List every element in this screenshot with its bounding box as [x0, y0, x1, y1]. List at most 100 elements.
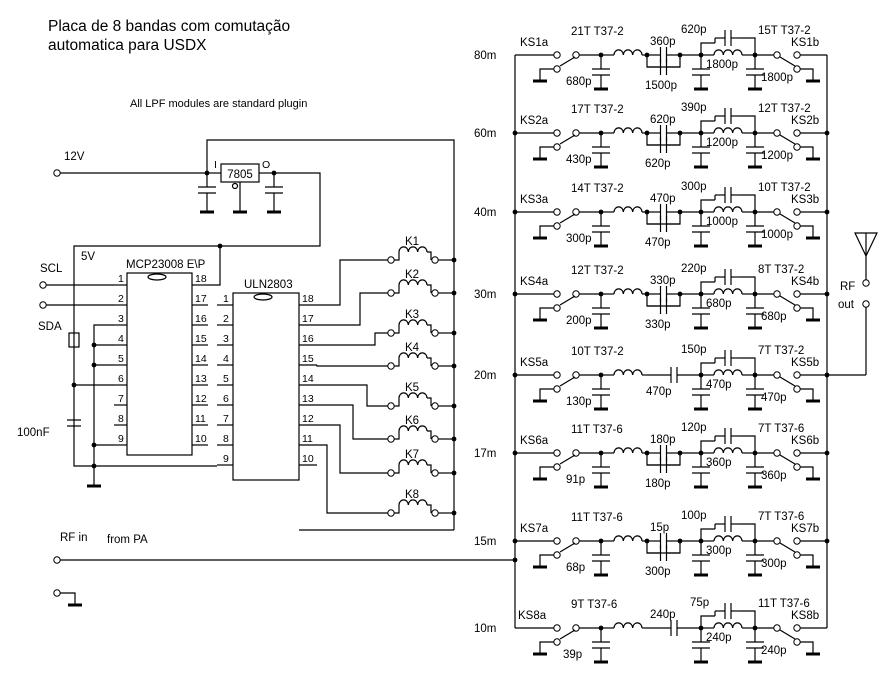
relay-label: K8: [405, 489, 419, 501]
terminal: [553, 537, 561, 545]
cap-parallel-label: 390p: [681, 102, 707, 114]
cap-mid-label: 1000p: [706, 216, 738, 228]
inductor-coil: [613, 447, 643, 454]
cap-series1-label: 330p: [650, 275, 676, 287]
capacitor: [692, 453, 710, 489]
wire: [427, 324, 432, 333]
band-label: 60m: [474, 128, 496, 140]
terminal: [387, 509, 395, 517]
terminal: [793, 290, 801, 298]
cap-mid-label: 680p: [706, 298, 732, 310]
ic2-pin-right: 16: [302, 333, 314, 345]
wire: [394, 325, 400, 334]
terminal: [793, 638, 801, 646]
capacitor: [746, 55, 764, 91]
terminal: [387, 289, 395, 297]
ic1-pin-right: 11: [195, 413, 206, 425]
cap-parallel-label: 120p: [681, 422, 707, 434]
terminal: [793, 371, 801, 379]
inductor-icon: [713, 447, 743, 454]
inductor-coil: [398, 392, 428, 399]
wire: [741, 357, 756, 375]
capacitor: [592, 294, 610, 330]
title-line2: automatica para USDX: [48, 37, 207, 54]
inductor-icon: [713, 206, 743, 213]
relay-label: K1: [405, 236, 419, 248]
terminal: [553, 222, 561, 230]
capacitor: [746, 628, 764, 664]
wire: [700, 615, 715, 628]
capacitor: [265, 173, 283, 214]
wire: [700, 42, 715, 55]
terminal: [793, 463, 801, 471]
inductor2-label: 15T T37-2: [758, 25, 811, 37]
switch-b-label: KS3b: [791, 194, 819, 206]
capacitor: [715, 350, 741, 366]
wire: [741, 610, 756, 628]
relay-drive-wire: [317, 332, 388, 346]
inductor-coil: [398, 279, 428, 286]
inductor1-label: 11T T37-6: [571, 424, 623, 436]
terminal: [431, 509, 439, 517]
ic2-pin-left: 6: [223, 393, 229, 405]
inductor1-label: 17T T37-2: [571, 104, 624, 116]
wire: [539, 388, 554, 401]
inductor-icon: [713, 622, 743, 629]
inductor-coil: [398, 319, 428, 326]
wire: [646, 55, 681, 68]
inductor-icon: [613, 535, 643, 542]
wire: [646, 212, 681, 225]
cap-mid-label: 240p: [706, 632, 732, 644]
switch-a-label: KS4a: [520, 276, 549, 288]
terminal: [773, 290, 781, 298]
relay-drive-wire: [316, 365, 388, 367]
inductor2-label: 10T T37-2: [758, 182, 811, 194]
switch-a-label: KS2a: [520, 115, 549, 127]
ic2-pin-left: 4: [223, 353, 229, 365]
wire: [646, 294, 681, 307]
switch-blade: [559, 213, 576, 224]
ic2-pin-right: 11: [302, 433, 313, 445]
terminal: [53, 589, 61, 597]
inductor-coil: [398, 459, 428, 466]
terminal: [431, 329, 439, 337]
capacitor: [592, 453, 610, 489]
capacitor: [647, 457, 680, 473]
cap-series2-label: 470p: [645, 237, 671, 249]
wire: [800, 307, 814, 320]
inductor-coil: [398, 246, 428, 253]
capacitor: [592, 375, 610, 411]
wire: [800, 388, 814, 401]
ic2-pin-left: 1: [223, 293, 229, 305]
cap-out-label: 300p: [761, 558, 787, 570]
capacitor: [715, 269, 741, 285]
cap-series1-label: 180p: [650, 434, 676, 446]
cap-in-label: 91p: [566, 474, 585, 486]
relay-drive-wire: [317, 384, 388, 407]
relay-label: K7: [405, 449, 419, 461]
cap-series1-label: 470p: [650, 193, 676, 205]
cap-series2-label: 300p: [645, 566, 671, 578]
terminal: [793, 624, 801, 632]
inductor1-label: 14T T37-2: [571, 183, 624, 195]
band-label: 40m: [474, 207, 496, 219]
cap-series2-label: 1500p: [645, 80, 677, 92]
wire: [427, 430, 432, 439]
inductor2-label: 8T T37-2: [758, 264, 804, 276]
switch-blade: [779, 542, 796, 553]
band-label: 17m: [474, 448, 496, 460]
switch-a-label: KS5a: [520, 357, 549, 369]
terminal: [793, 129, 801, 137]
cap-out-label: 360p: [761, 470, 787, 482]
inductor-coil: [613, 535, 643, 542]
switch-b-label: KS4b: [791, 276, 819, 288]
wire: [539, 146, 554, 159]
switch-a-label: KS8a: [518, 610, 547, 622]
regulator-out-pin: O: [262, 159, 270, 171]
ic2-pin-right: 12: [302, 413, 314, 425]
wire: [700, 528, 715, 541]
